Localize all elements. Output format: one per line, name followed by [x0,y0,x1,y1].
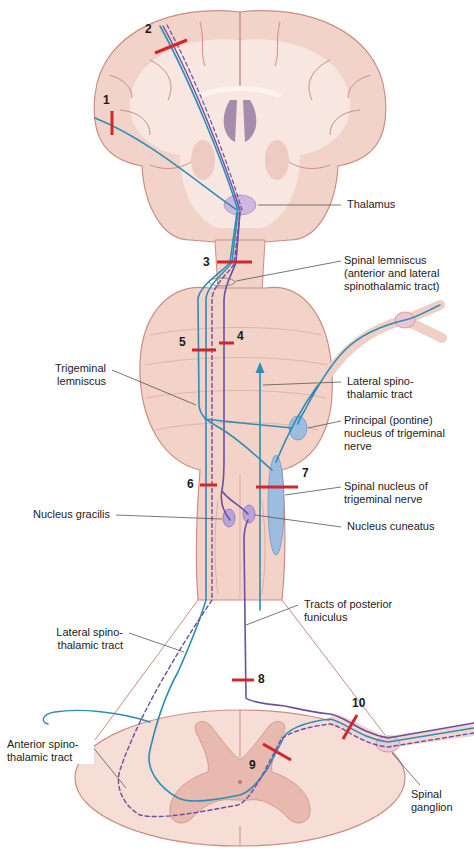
posterior-column-fibre [244,520,474,738]
leader-line [392,753,420,785]
pons-medulla [140,287,332,600]
lateral-spinothalamic-fibre [149,212,474,801]
median-septum [240,710,241,846]
leader-line [285,487,341,495]
nucleus-cuneatus-shape [243,505,255,523]
lesion-bar [256,486,298,489]
structure-label: Trigeminal lemniscus [24,362,108,388]
structure-label: Lateral spino- thalamic tract [31,626,125,652]
structure-label: Thalamus [345,198,397,211]
structure-label: Lateral spino- thalamic tract [345,375,444,401]
leader-line [258,205,341,206]
lesion-bar [155,40,187,53]
callout-number: 10 [352,696,365,710]
structure-label: Anterior spino- thalamic tract [5,738,94,764]
leader-line [129,633,184,652]
pathways [43,25,474,817]
callout-number: 8 [258,672,265,686]
structure-label: Spinal ganglion [409,788,471,814]
spinal-nucleus-shape [268,455,284,555]
structure-label: Nucleus cuneatus [345,520,436,533]
lesion-bar [232,679,254,682]
leader-line [263,382,341,385]
structure-label: Spinal lemniscus (anterior and lateral s… [342,254,471,293]
lesion-bars [112,40,357,760]
cortex [94,11,386,242]
lesion-bar [263,744,291,760]
lesion-bar [200,484,217,487]
leader-line [236,261,341,281]
trigeminal-nerve [330,305,442,372]
anterior-spinothalamic-fibre [118,212,474,817]
lesion-bar [217,261,252,264]
lesion-bar [192,349,216,352]
callout-number: 4 [237,329,244,343]
lemniscus-marker [209,278,235,286]
midbrain [215,240,265,292]
leader-line [255,515,341,527]
structure-label: Nucleus gracilis [31,508,112,521]
callout-number: 2 [145,22,152,36]
thalamocortical-fibre [163,26,240,210]
callout-number: 7 [302,466,309,480]
leader-line [112,370,196,405]
trigeminal-lemniscus-fibre [198,212,292,470]
medulla-groove [215,475,265,598]
leader-line [116,515,222,519]
longitudinal-fissure [239,12,240,86]
arrow-head [256,362,265,373]
medial-lemniscus-fibre [221,212,248,520]
thalamocortical-fibre [167,25,242,210]
ascending-tract-line [259,372,261,610]
lesion-bar [343,715,357,739]
leader-line [246,605,298,625]
callout-number: 1 [103,93,110,107]
callout-number: 3 [203,255,210,269]
lesion-bar [111,111,114,135]
callout-number: 5 [179,335,186,349]
corpus-callosum [200,89,280,97]
thalamocortical-fibre [95,26,238,210]
lesion-bar [219,342,234,345]
leader-line [308,421,341,428]
leader-line [92,746,126,788]
structure-label: Spinal nucleus of trigeminal nerve [342,480,471,506]
structure-label: Tracts of posterior funiculus [302,598,416,624]
ventricle [224,100,257,142]
basal-ganglia [265,140,289,180]
callout-number: 9 [249,758,256,772]
central-canal [238,780,242,784]
basal-ganglia [191,140,215,180]
structure-label: Principal (pontine) nucleus of trigemina… [342,414,471,453]
spinal-cord [75,600,474,846]
left-spinal-nerve [43,710,150,724]
callout-number: 6 [187,477,194,491]
brain-section [94,11,386,242]
